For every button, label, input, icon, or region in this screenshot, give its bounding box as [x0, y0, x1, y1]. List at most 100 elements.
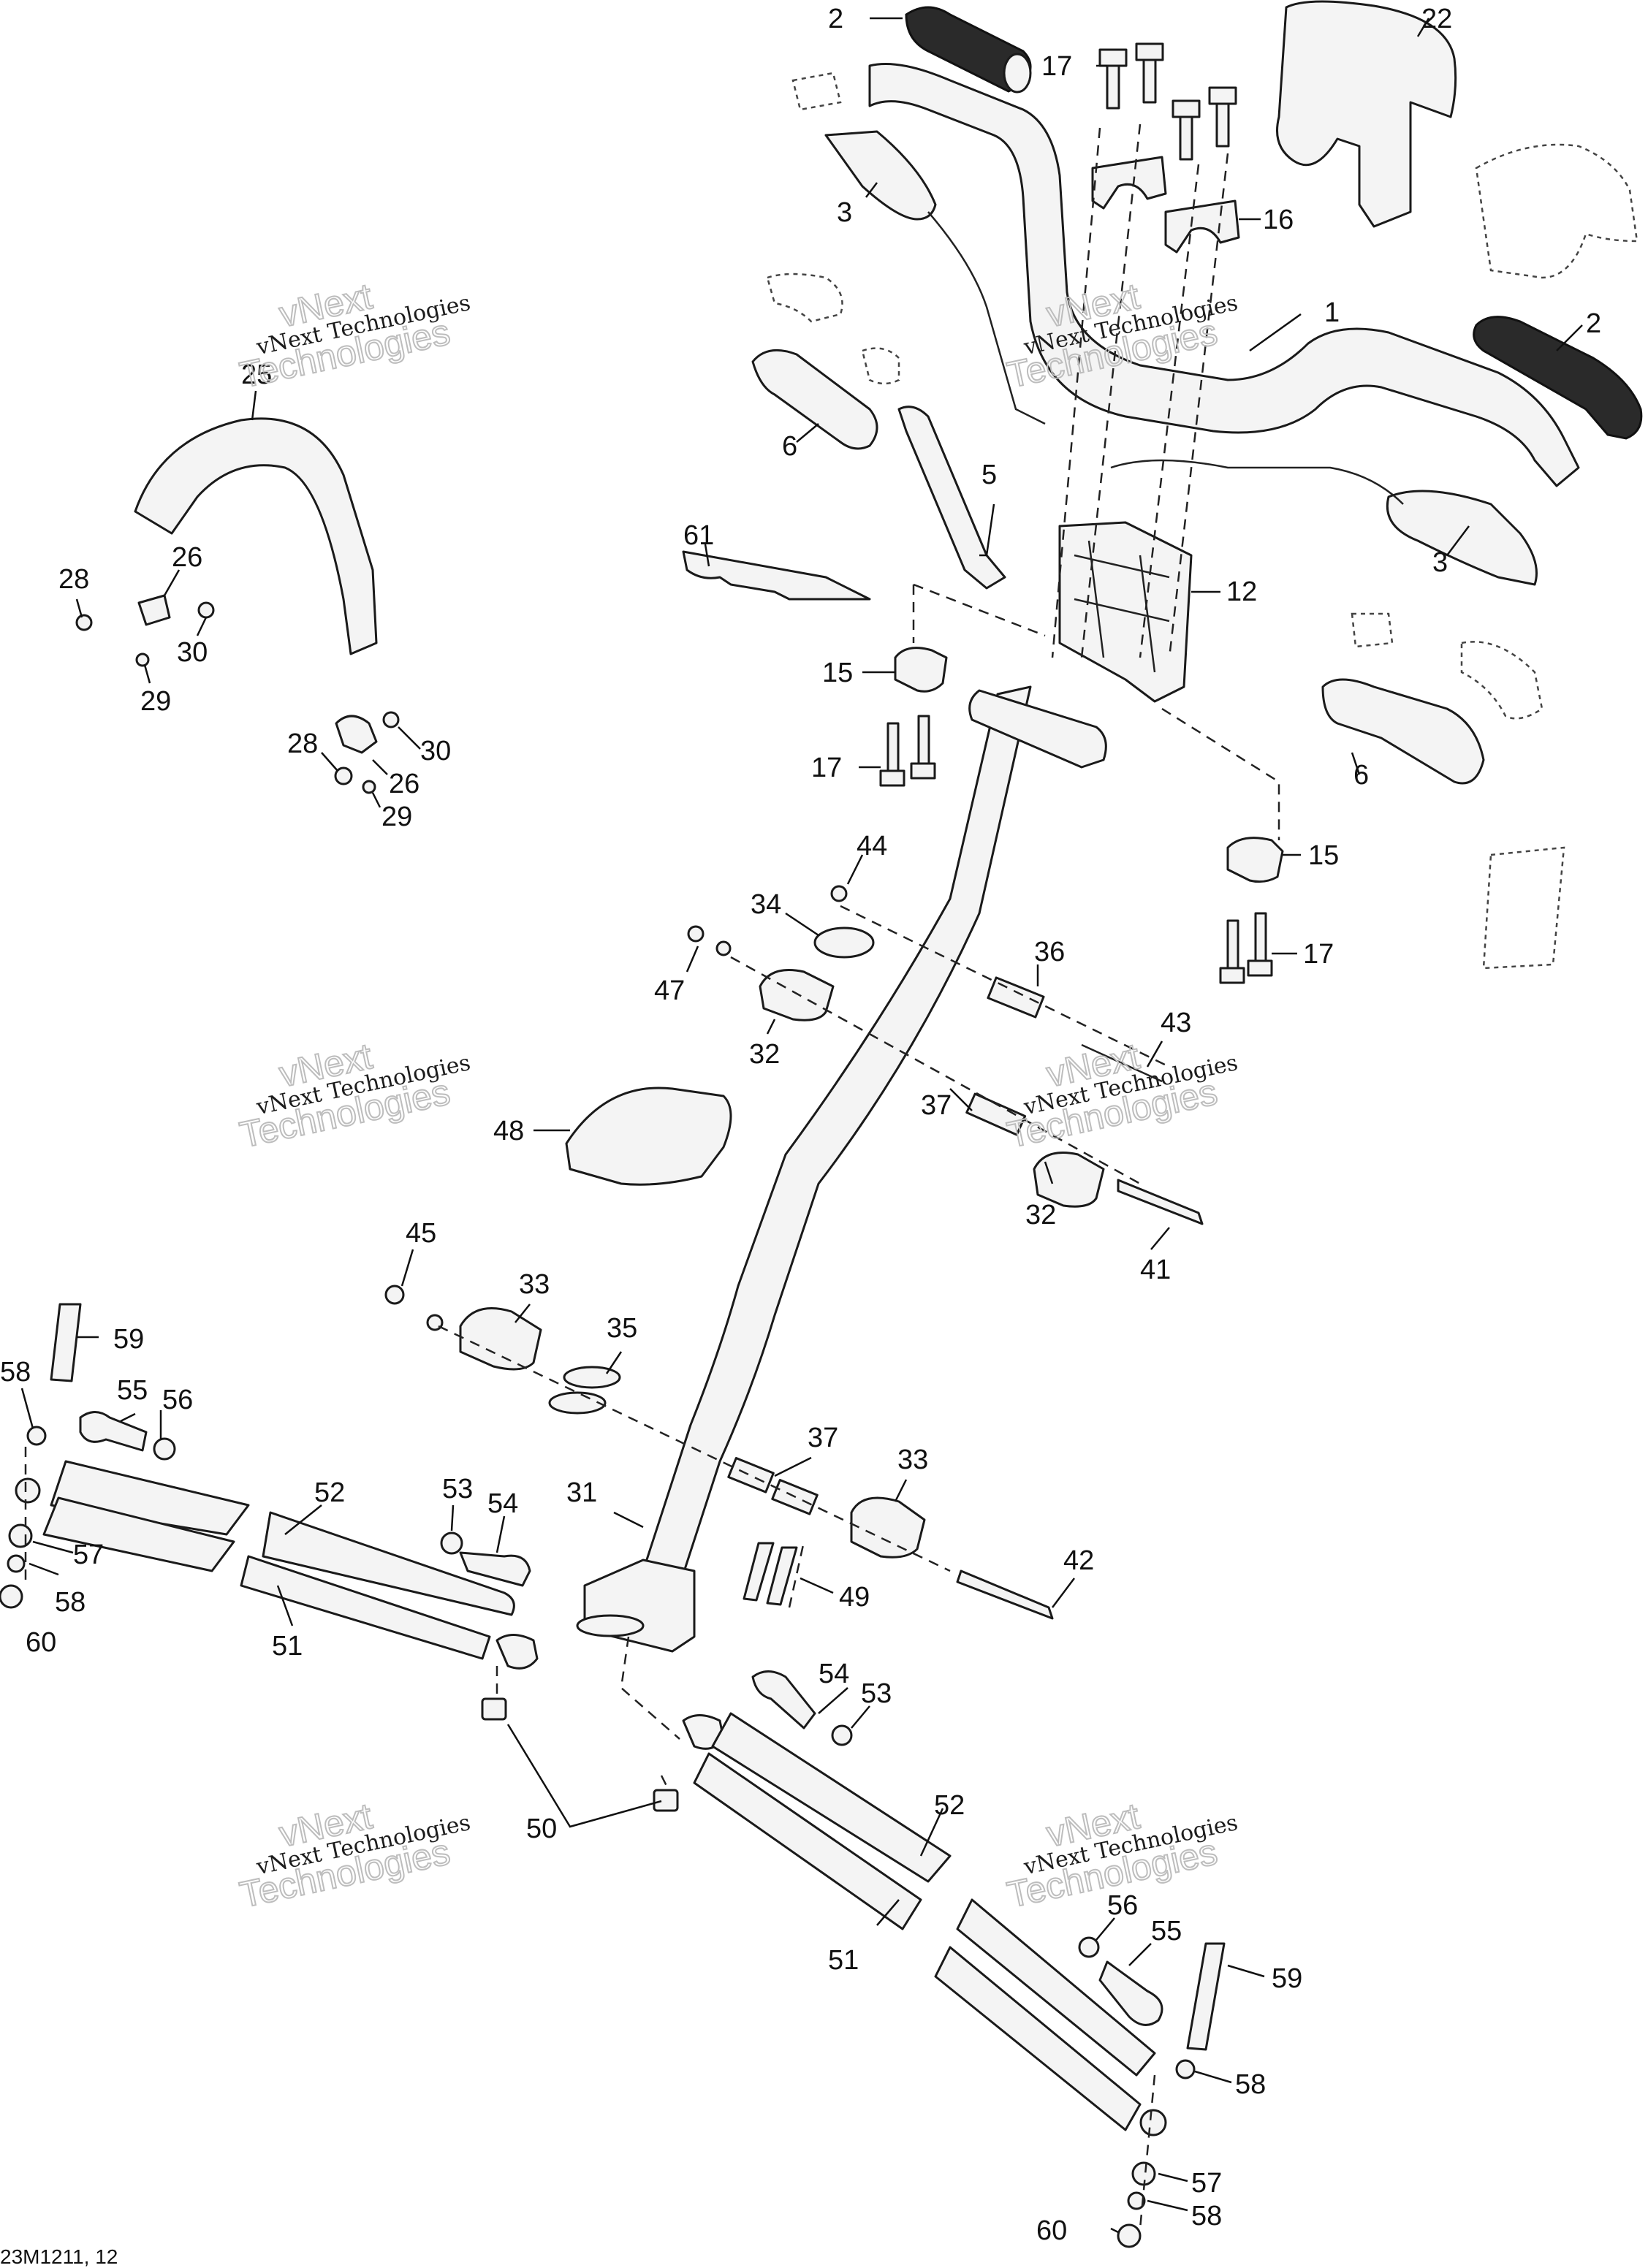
callout-52-left: 52: [314, 1477, 345, 1508]
handlebar-cover: [1276, 0, 1457, 228]
callout-54-lower: 54: [819, 1659, 849, 1689]
callout-44: 44: [857, 831, 887, 861]
watermark-5: vNext vNext Technologies Technologies: [235, 1795, 473, 1916]
callout-55-right: 55: [1151, 1916, 1182, 1947]
callout-55-left: 55: [117, 1375, 148, 1406]
rod-end-55-left: [79, 1411, 148, 1452]
bolt-49a: [743, 1542, 775, 1602]
bolt-41: [1117, 1179, 1204, 1225]
callout-26-lower: 26: [389, 769, 419, 799]
callout-3-top: 3: [837, 197, 852, 228]
nut-56-right: [1078, 1936, 1100, 1958]
callout-30-lower: 30: [420, 736, 451, 766]
bushing-33-top: [459, 1307, 542, 1371]
callout-37-bottom: 37: [808, 1423, 838, 1453]
callout-60-right: 60: [1036, 2215, 1067, 2246]
callout-56-left: 56: [162, 1385, 193, 1415]
rod-end-54-upper: [459, 1551, 531, 1587]
callout-17-right: 17: [1303, 939, 1334, 970]
ring-35a: [563, 1366, 621, 1389]
ring-35b: [548, 1391, 607, 1415]
callout-58-left-top: 58: [0, 1357, 31, 1388]
callout-15-left: 15: [822, 658, 853, 688]
bushing-32-mid: [1033, 1152, 1105, 1208]
cover-ghost: [1475, 143, 1638, 279]
bolt-59-left: [50, 1303, 82, 1382]
callout-42: 42: [1063, 1545, 1094, 1576]
plate-61: [682, 550, 871, 601]
pad-ghost-2: [861, 347, 900, 385]
bushing-33-bottom: [850, 1496, 926, 1559]
rod-end-left-eye: [15, 1477, 41, 1504]
callout-6-right: 6: [1353, 760, 1369, 791]
callout-16: 16: [1263, 205, 1294, 235]
washer-58-right-top: [1175, 2059, 1196, 2079]
clamp-15-left: [894, 647, 948, 693]
callout-57-left: 57: [73, 1540, 104, 1570]
callout-47: 47: [654, 975, 685, 1006]
pad-ghost-6: [791, 72, 842, 111]
pad-ghost-4: [1351, 612, 1394, 648]
washer-58-right-bottom: [1127, 2191, 1146, 2210]
clamp-15-right: [1226, 837, 1284, 883]
figure-id: 23M1211, 12: [0, 2245, 118, 2268]
nut-53-upper: [440, 1531, 463, 1555]
tie-rod-right-lower-outer: [934, 1946, 1142, 2131]
sleeve-37a: [727, 1457, 775, 1493]
callout-54-upper: 54: [487, 1488, 518, 1519]
callout-1: 1: [1324, 297, 1340, 328]
bolt-59-right: [1186, 1942, 1226, 2051]
pin-43: [1081, 1043, 1163, 1083]
callout-58-right-bottom: 58: [1191, 2201, 1222, 2231]
callout-61: 61: [683, 520, 714, 551]
bushing-50b: [653, 1789, 679, 1812]
callout-48: 48: [493, 1116, 524, 1146]
callout-50: 50: [526, 1814, 557, 1844]
callout-51-left: 51: [272, 1631, 303, 1662]
nut-57-left: [8, 1523, 33, 1548]
callout-59-right: 59: [1272, 1963, 1302, 1994]
callout-labels: 2 17 22 16 1 2 3 3 6 5 61 12 15 17 6 15 …: [0, 4, 1601, 2246]
handlebar: [868, 63, 1580, 487]
tie-rod-upper-inner: [262, 1511, 515, 1616]
callout-51-right: 51: [828, 1945, 859, 1976]
heater-right-wire: [1110, 459, 1404, 505]
watermark-3: vNext vNext Technologies Technologies: [235, 1035, 473, 1156]
leader-lines: [20, 17, 1583, 2234]
screw-28-lower: [334, 766, 353, 785]
nut-44: [830, 885, 848, 902]
callout-29-upper: 29: [140, 686, 171, 717]
callout-29-lower: 29: [381, 802, 412, 832]
nut-47b: [715, 940, 732, 956]
callout-37-top: 37: [921, 1090, 952, 1121]
bushing-50a: [481, 1697, 507, 1721]
nut-30-lower: [382, 711, 400, 728]
callout-5: 5: [981, 460, 997, 490]
rod-end-54-lower: [751, 1670, 816, 1729]
bolt-49b: [766, 1546, 798, 1606]
heater-top-wire: [927, 211, 1046, 425]
riser: [1058, 521, 1193, 703]
fender-25: [134, 417, 378, 655]
callout-53-lower: 53: [861, 1678, 892, 1709]
heater-right: [1386, 490, 1538, 586]
callout-58-left-bottom: 58: [55, 1587, 86, 1618]
nut-60-left: [0, 1584, 23, 1609]
rod-end-inner-upper: [495, 1634, 539, 1670]
rod-end-55-right: [1098, 1960, 1163, 2026]
callout-25: 25: [241, 359, 272, 390]
callout-12: 12: [1226, 576, 1257, 607]
clip-26-upper: [137, 594, 171, 626]
pad-ghost-3: [1460, 641, 1543, 720]
callout-43: 43: [1161, 1008, 1191, 1038]
clamp-16-a: [1091, 156, 1167, 210]
rod-end-right-eye: [1139, 2109, 1167, 2136]
nut-29-lower: [362, 780, 376, 794]
watermark-1: vNext vNext Technologies Technologies: [235, 275, 473, 396]
callout-17-left: 17: [811, 753, 842, 783]
assembly-lines: [24, 123, 1280, 2229]
tie-rod-lower-inner: [240, 1555, 491, 1660]
pad-48: [565, 1087, 732, 1186]
callout-58-right-top: 58: [1235, 2069, 1266, 2100]
